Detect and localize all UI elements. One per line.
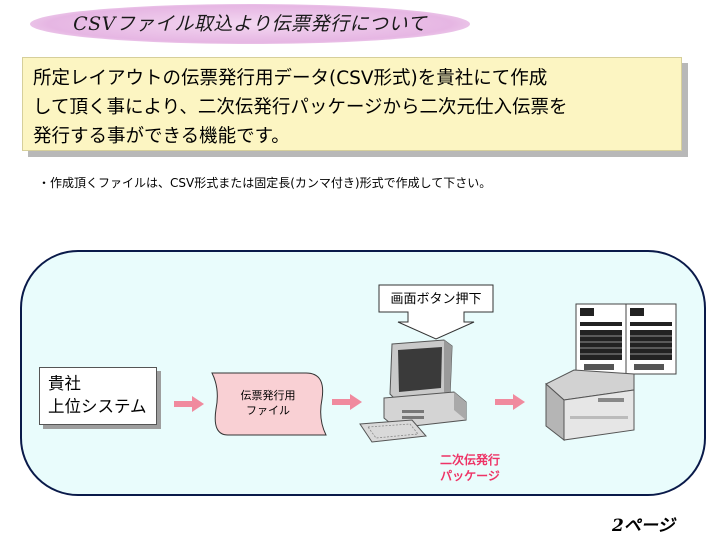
arrow-right-icon: [332, 394, 362, 410]
description-box: 所定レイアウトの伝票発行用データ(CSV形式)を貴社にて作成 して頂く事により、…: [22, 57, 682, 151]
package-label-line-2: パッケージ: [440, 469, 500, 483]
page-number: 2ページ: [612, 516, 675, 536]
package-label: 二次伝発行 パッケージ: [418, 452, 522, 484]
client-line-2: 上位システム: [48, 397, 147, 416]
title-ellipse: [30, 4, 470, 44]
callout-label: 画面ボタン押下: [390, 292, 482, 307]
arrow-right-icon: [174, 396, 204, 412]
file-label-line-1: 伝票発行用: [240, 389, 296, 402]
note-text: ・作成頂くファイルは、CSV形式または固定長(カンマ付き)形式で作成して下さい。: [38, 176, 492, 190]
title-banner: CSVファイル取込より伝票発行について: [30, 4, 470, 44]
computer-icon: [359, 339, 467, 443]
description-line: して頂く事により、二次伝発行パッケージから二次元仕入伝票を: [33, 97, 568, 118]
file-icon: [211, 372, 327, 436]
description-line: 所定レイアウトの伝票発行用データ(CSV形式)を貴社にて作成: [33, 68, 548, 89]
description-line: 発行する事ができる機能です。: [33, 126, 290, 147]
package-label-line-1: 二次伝発行: [439, 453, 500, 467]
client-line-1: 貴社: [48, 374, 81, 393]
page-title: CSVファイル取込より伝票発行について: [73, 13, 427, 35]
arrow-right-icon: [495, 394, 525, 410]
callout-shape: [378, 284, 494, 340]
printer-icon: [545, 303, 677, 442]
file-label-line-2: ファイル: [246, 404, 290, 417]
client-system-box: 貴社 上位システム: [39, 367, 157, 425]
file-label: 伝票発行用 ファイル: [213, 388, 323, 418]
